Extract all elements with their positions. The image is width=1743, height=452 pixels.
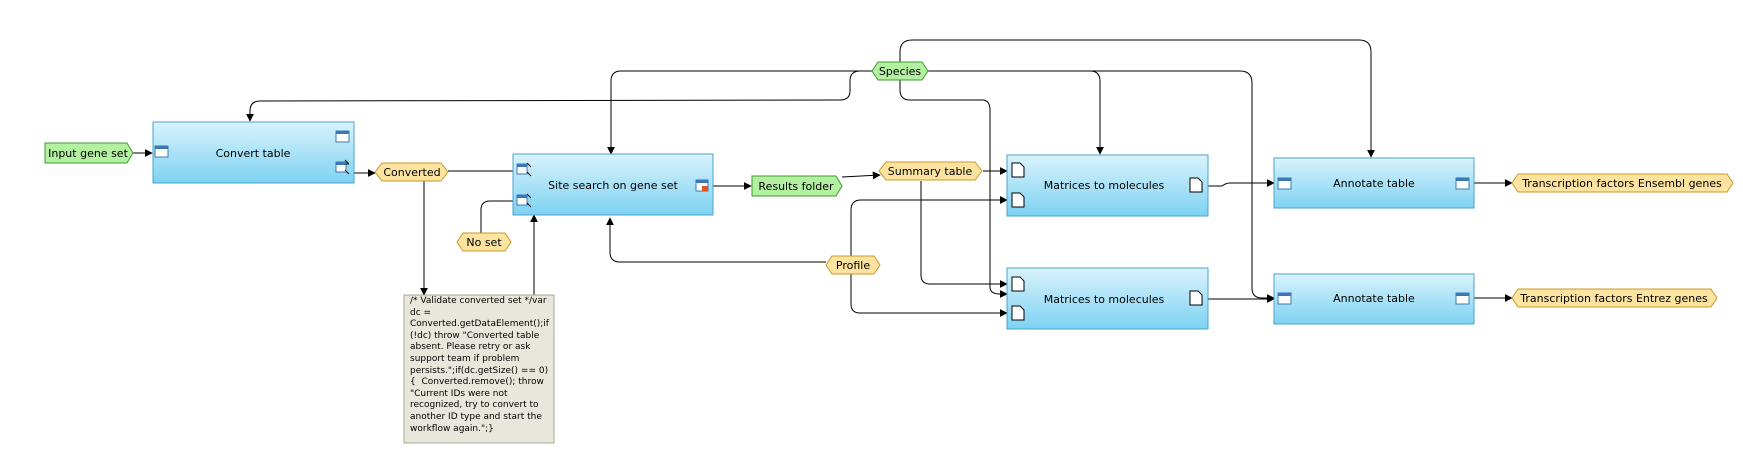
tf-ensembl-label: Transcription factors Ensembl genes: [1521, 177, 1722, 190]
edge-species-to-annotate2: [928, 70, 1275, 302]
table-port-icon: [1277, 292, 1292, 305]
document-icon: [1189, 290, 1203, 306]
summary-table-label: Summary table: [888, 165, 973, 178]
analysis-matrices-to-molecules-1[interactable]: Matrices to molecules: [1006, 154, 1209, 217]
table-port-icon: [1277, 177, 1292, 190]
species[interactable]: Species: [871, 61, 929, 81]
edge-species-to-matrices1: [928, 70, 1104, 155]
edge-species-to-sitesearch: [607, 70, 872, 155]
edge-species-to-convert: [246, 70, 872, 122]
site-search-label: Site search on gene set: [548, 179, 678, 192]
results-output-icon: [695, 179, 709, 192]
input-gene-set-label: Input gene set: [48, 147, 128, 160]
analysis-convert-table[interactable]: Convert table: [152, 121, 355, 184]
results-folder[interactable]: Results folder: [751, 175, 843, 197]
document-icon: [1011, 162, 1025, 178]
annotate-2-label: Annotate table: [1333, 292, 1415, 305]
summary-table[interactable]: Summary table: [878, 161, 983, 181]
validation-script-note[interactable]: /* Validate converted set */var dc = Con…: [403, 294, 555, 444]
tf-entrez-genes[interactable]: Transcription factors Entrez genes: [1511, 288, 1718, 308]
results-folder-label: Results folder: [758, 180, 834, 193]
table-output-icon: [1455, 292, 1470, 305]
connections: [133, 39, 1513, 317]
species-label: Species: [879, 65, 922, 78]
convert-output-icon: [335, 159, 350, 175]
annotate-1-label: Annotate table: [1333, 177, 1415, 190]
analysis-annotate-table-1[interactable]: Annotate table: [1273, 157, 1475, 209]
matrices-1-label: Matrices to molecules: [1044, 179, 1165, 192]
document-icon: [1011, 276, 1025, 292]
table-output-icon: [335, 130, 350, 143]
edge-profile-to-matrices2: [850, 274, 1008, 317]
document-icon: [1011, 305, 1025, 321]
no-set[interactable]: No set: [456, 232, 512, 252]
analysis-site-search[interactable]: Site search on gene set: [512, 153, 714, 216]
converted-input-icon: [516, 162, 532, 177]
note-text: /* Validate converted set */var dc = Con…: [410, 296, 549, 434]
edge-matrices1-to-annotate1: [1208, 179, 1275, 187]
edge-results-to-summary: [841, 171, 881, 180]
matrices-2-label: Matrices to molecules: [1044, 293, 1165, 306]
edge-species-to-matrices2: [899, 80, 1008, 298]
tf-ensembl-genes[interactable]: Transcription factors Ensembl genes: [1511, 173, 1734, 193]
no-set-label: No set: [466, 236, 502, 249]
noset-input-icon: [516, 193, 532, 208]
table-output-icon: [1455, 177, 1470, 190]
edge-profile-to-sitesearch: [606, 217, 826, 263]
edge-species-to-annotate1: [899, 39, 1375, 158]
converted[interactable]: Converted: [374, 162, 449, 182]
document-icon: [1011, 192, 1025, 208]
table-port-icon: [154, 145, 169, 158]
edge-noset-to-sitesearch: [480, 197, 531, 233]
edge-summary-to-matrices2: [920, 181, 1008, 288]
input-gene-set[interactable]: Input gene set: [44, 142, 134, 164]
document-icon: [1189, 177, 1203, 193]
convert-table-label: Convert table: [216, 147, 291, 160]
analysis-annotate-table-2[interactable]: Annotate table: [1273, 273, 1475, 325]
profile-label: Profile: [836, 259, 870, 272]
analysis-matrices-to-molecules-2[interactable]: Matrices to molecules: [1006, 267, 1209, 330]
edge-profile-to-matrices1: [850, 196, 1008, 264]
converted-label: Converted: [383, 166, 440, 179]
profile[interactable]: Profile: [825, 255, 881, 275]
tf-entrez-label: Transcription factors Entrez genes: [1519, 292, 1708, 305]
